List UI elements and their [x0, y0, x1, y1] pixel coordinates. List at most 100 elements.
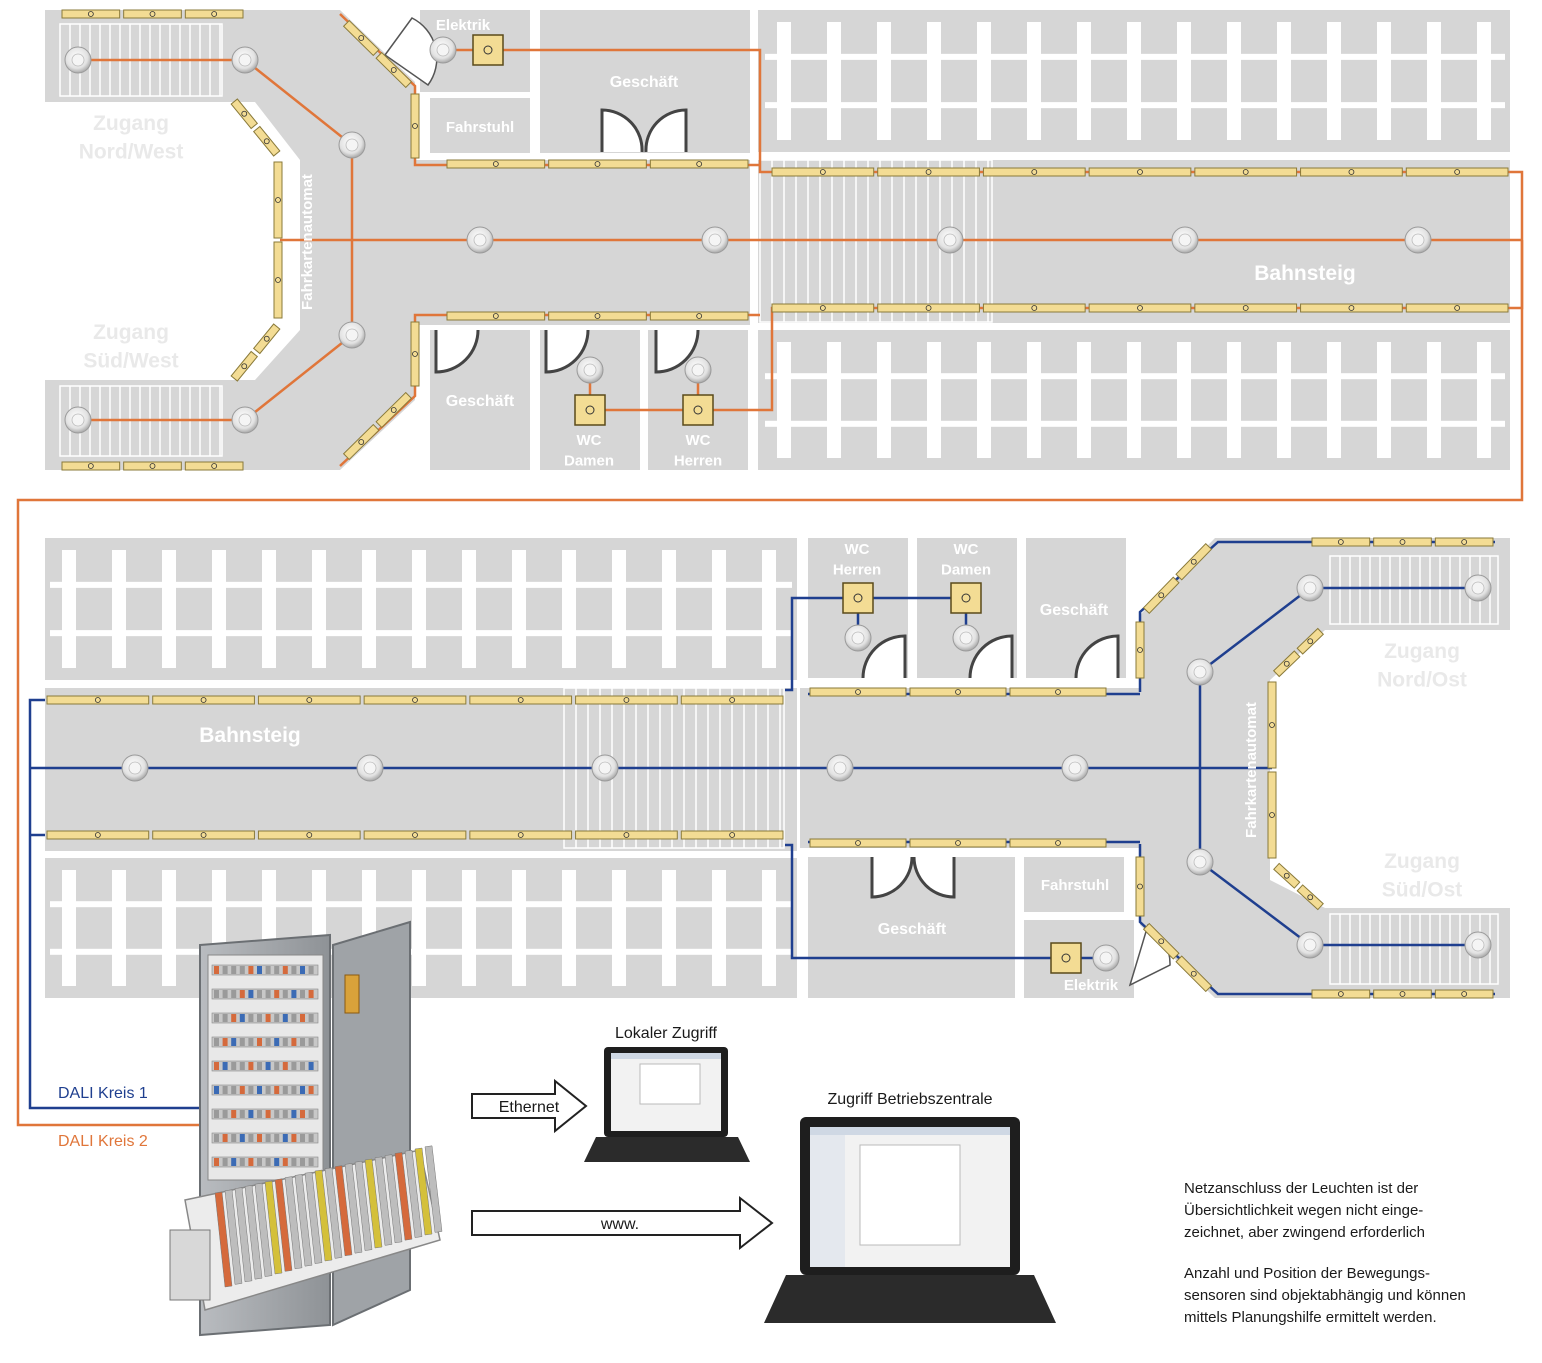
- motion-sensor-lens: [1178, 233, 1192, 247]
- luminaire-body: [123, 461, 182, 471]
- motion-sensor: [1296, 931, 1324, 959]
- luminaire-body: [257, 830, 361, 840]
- luminaire-body: [771, 303, 875, 313]
- luminaire-strip: [909, 687, 1007, 697]
- luminaire-symbol: [492, 313, 499, 319]
- terminal: [239, 1014, 245, 1022]
- upper-track-north-sleepers: [765, 22, 1505, 140]
- luminaire-strip: [46, 695, 150, 705]
- luminaire-body: [252, 323, 281, 355]
- luminaire-body: [1175, 955, 1213, 993]
- terminal: [222, 990, 228, 998]
- luminaire-strip: [1272, 650, 1301, 678]
- luminaire-symbol: [241, 363, 248, 370]
- luminaire-body: [375, 51, 413, 89]
- luminaire-strip: [123, 461, 182, 471]
- terminal: [239, 1038, 245, 1046]
- dali-control-box-body: [472, 34, 504, 66]
- dali-control-box-symbol: [853, 593, 863, 603]
- luminaire-body: [1373, 989, 1432, 999]
- dali-control-box: [472, 34, 504, 66]
- luminaire-strip: [771, 167, 875, 177]
- www-arrow: www.: [471, 1195, 774, 1251]
- terminal: [291, 966, 297, 974]
- terminal: [265, 990, 271, 998]
- upper-fahrkartenautomat-label: Fahrkartenautomat: [299, 174, 316, 310]
- terminal: [231, 1014, 237, 1022]
- io-module-stripes: [214, 1145, 443, 1288]
- luminaire-body: [1267, 681, 1277, 769]
- luminaire-symbol: [87, 463, 94, 469]
- motion-sensor: [952, 624, 980, 652]
- terminal: [214, 1086, 219, 1094]
- luminaire-body: [1373, 537, 1432, 547]
- dali-control-box-body: [1050, 942, 1082, 974]
- luminaire-body: [184, 461, 244, 471]
- terminal: [265, 1062, 271, 1070]
- luminaire-symbol: [1190, 558, 1197, 565]
- terminal: [257, 1086, 262, 1094]
- sleeper: [562, 550, 576, 668]
- terminal: [291, 1134, 297, 1142]
- terminal-rail: [211, 1060, 319, 1072]
- motion-sensor: [231, 46, 259, 74]
- luminaire-symbol: [729, 832, 736, 838]
- terminal: [300, 1158, 305, 1166]
- sleeper: [112, 550, 126, 668]
- terminal: [282, 1086, 288, 1094]
- luminaire-symbol: [729, 697, 736, 703]
- luminaire-strip: [446, 311, 546, 321]
- terminal: [308, 1134, 314, 1142]
- dali-control-box: [1050, 942, 1082, 974]
- sleeper: [62, 870, 76, 986]
- motion-sensor-lens: [1068, 761, 1082, 775]
- terminal: [282, 966, 288, 974]
- terminal: [248, 966, 254, 974]
- motion-sensor-lens: [851, 631, 865, 645]
- upper-wc-herren-door: [654, 329, 700, 374]
- terminal: [248, 990, 254, 998]
- luminaire-strip: [410, 321, 420, 387]
- motion-sensor: [844, 624, 872, 652]
- io-module: [344, 1163, 363, 1254]
- luminaire-strip: [46, 830, 150, 840]
- motion-sensor-lens: [71, 53, 85, 67]
- motion-sensor-lens: [473, 233, 487, 247]
- motion-sensor: [64, 406, 92, 434]
- terminal: [300, 990, 305, 998]
- terminal: [231, 1038, 237, 1046]
- terminal-rail: [211, 988, 319, 1000]
- luminaire-strip: [1296, 627, 1325, 655]
- luminaire-body: [982, 303, 1086, 313]
- luminaire-strip: [184, 9, 244, 19]
- motion-sensor: [1464, 574, 1492, 602]
- terminal: [248, 1086, 254, 1094]
- laptop-local: [584, 1047, 750, 1162]
- luminaire-body: [1273, 862, 1301, 889]
- sleeper: [1077, 22, 1091, 140]
- luminaire-strip: [877, 303, 980, 313]
- io-module: [394, 1152, 413, 1241]
- luminaire-body: [809, 838, 907, 848]
- sleeper: [612, 870, 626, 986]
- luminaire-strip: [123, 9, 182, 19]
- steps-outline: [1329, 555, 1499, 625]
- motion-sensor-lens: [1471, 938, 1485, 952]
- sleeper: [1227, 22, 1241, 140]
- luminaire-strip: [809, 687, 907, 697]
- terminal: [239, 1062, 245, 1070]
- lower-fahrstuhl-label: Fahrstuhl: [1041, 877, 1109, 894]
- io-module: [414, 1147, 433, 1236]
- luminaire-body: [61, 461, 121, 471]
- motion-sensor: [466, 226, 494, 254]
- terminal: [231, 990, 237, 998]
- terminal: [291, 1158, 297, 1166]
- terminal: [274, 966, 280, 974]
- luminaire-symbol: [623, 697, 630, 703]
- laptop-central: [764, 1117, 1056, 1323]
- luminaire-symbol: [275, 197, 281, 203]
- upper-bahnsteig-label: Bahnsteig: [1254, 262, 1356, 285]
- sleeper: [712, 550, 726, 668]
- luminaire-body: [342, 19, 380, 57]
